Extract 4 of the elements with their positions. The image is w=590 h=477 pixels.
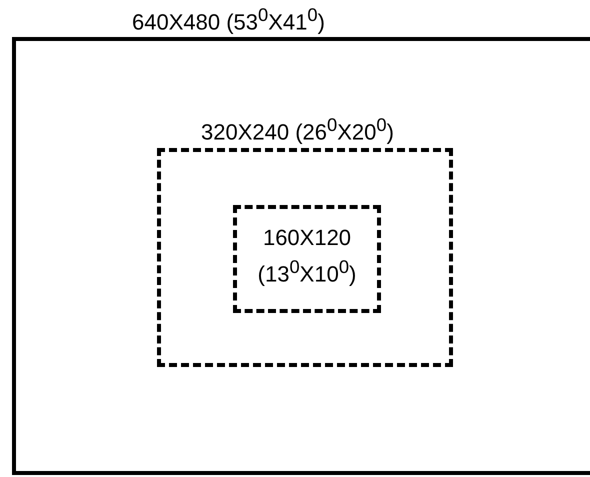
resolution-label: 320X240 (26$^{0}$X20$^{0}$) (201, 114, 394, 146)
resolution-label: 160X120 (13$^{0}$X10$^{0}$) (256, 224, 358, 288)
dashed-frame (233, 205, 381, 313)
resolution-label: 640X480 (53$^{0}$X41$^{0}$) (132, 4, 325, 36)
